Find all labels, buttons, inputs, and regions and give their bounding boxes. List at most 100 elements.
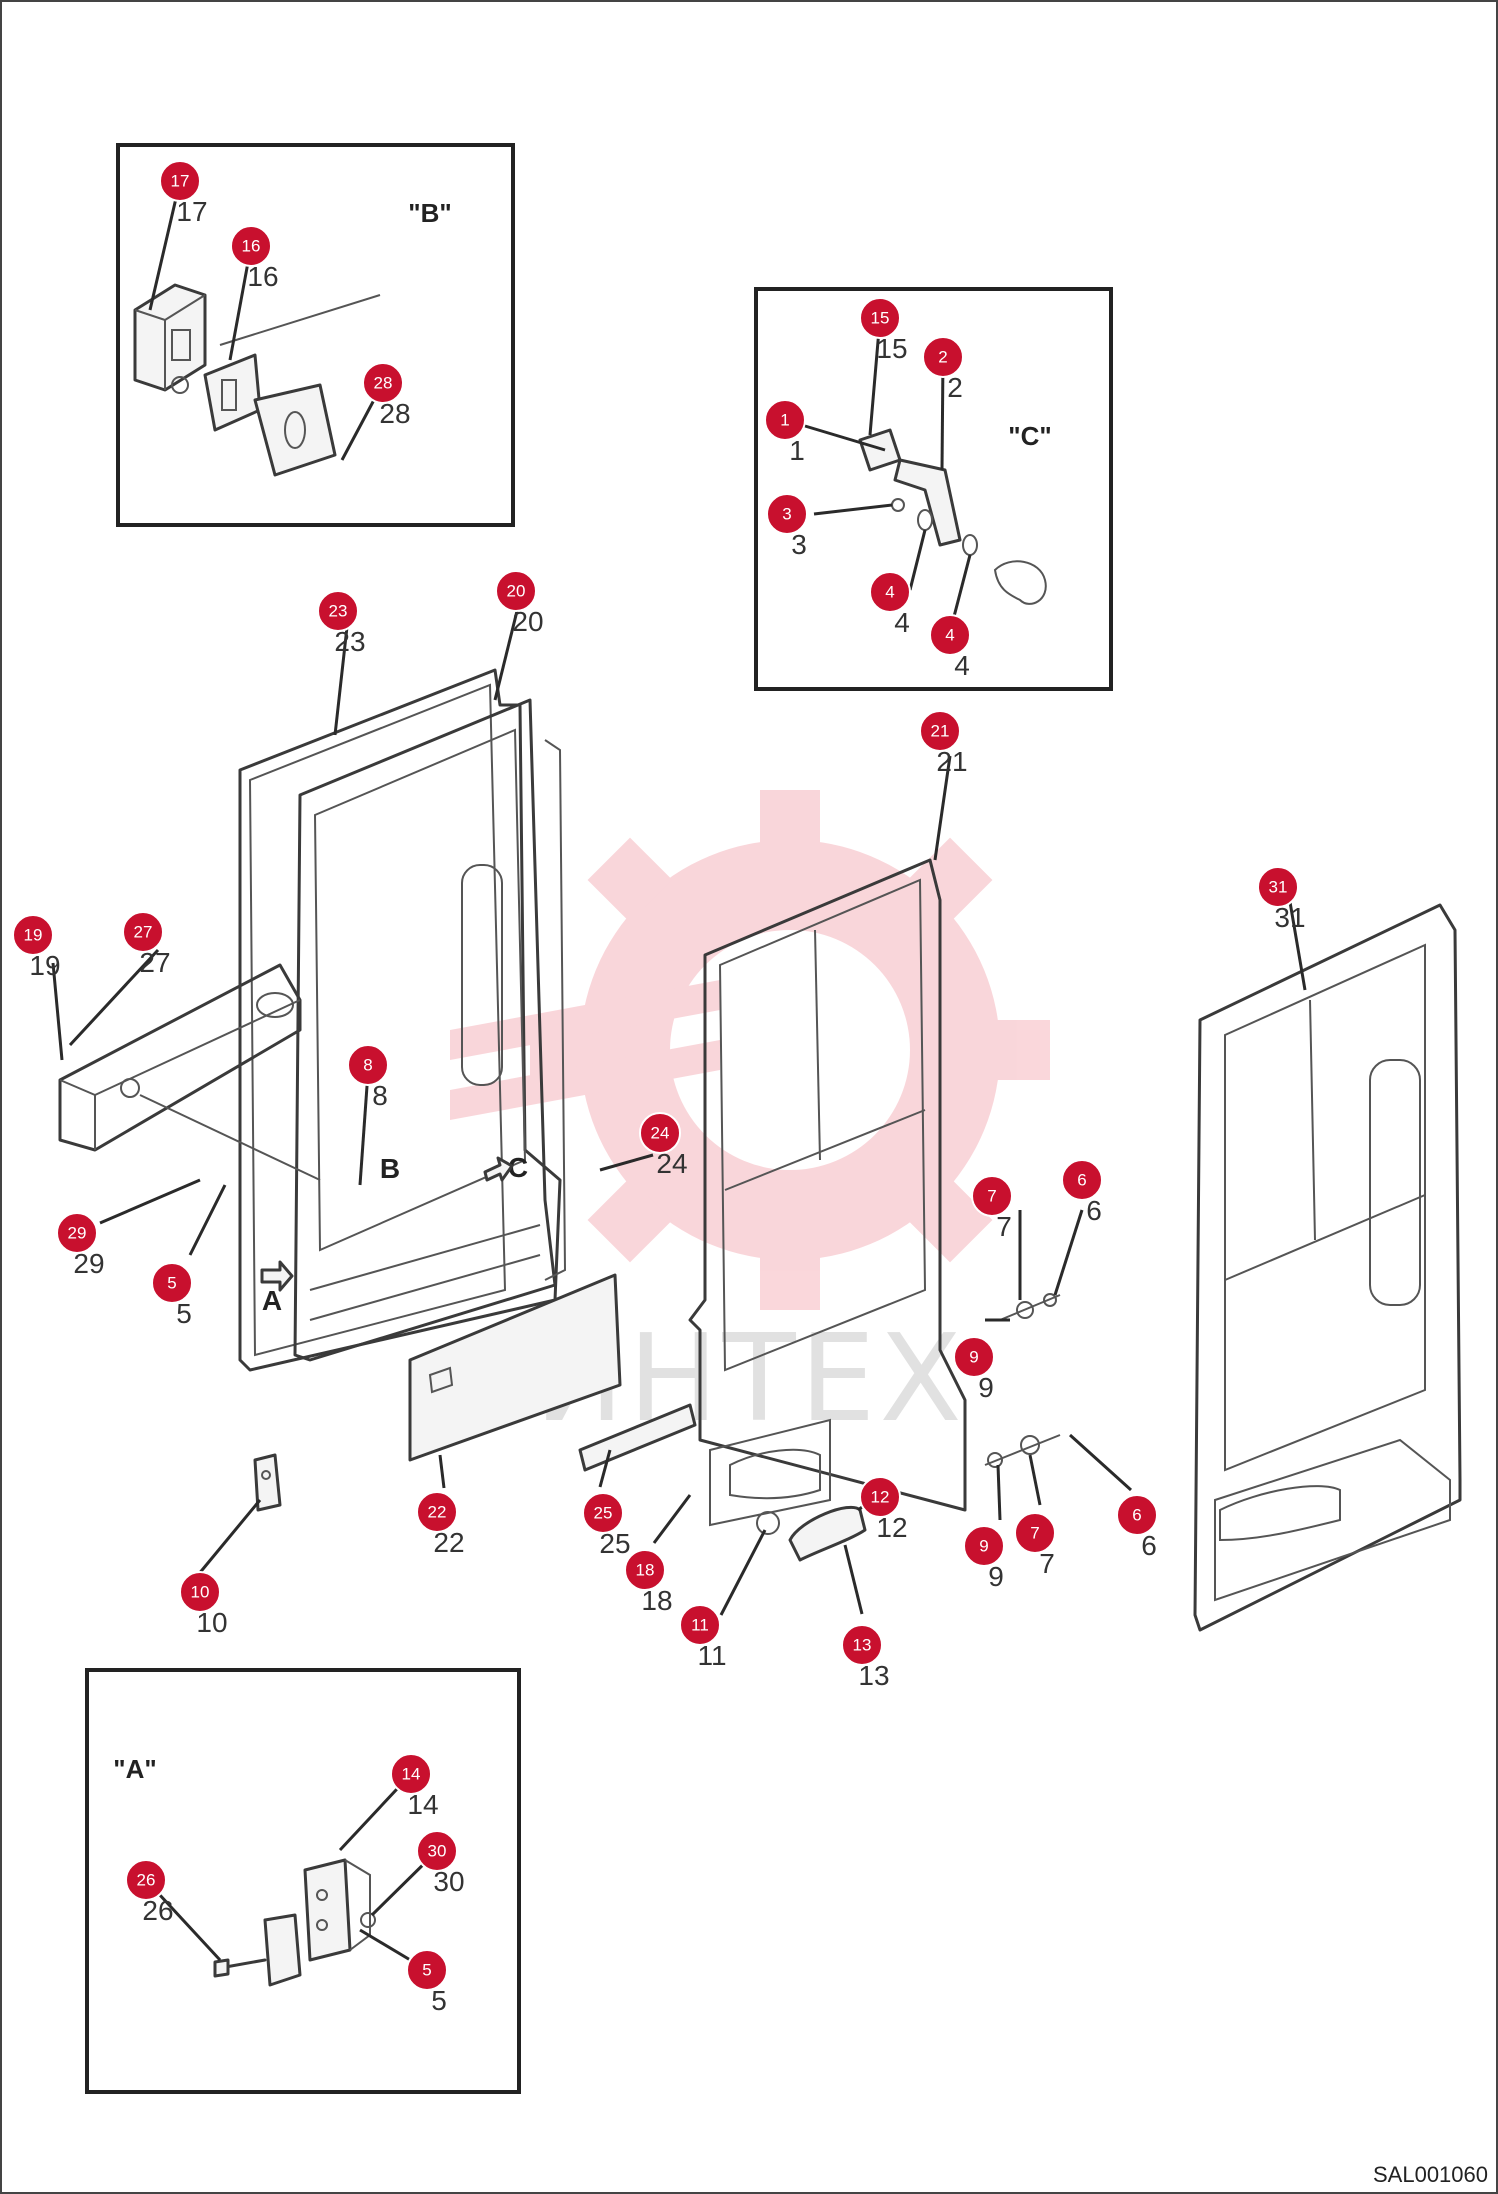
callout-dot[interactable] [869, 571, 911, 613]
handle-13 [756, 1505, 867, 1562]
callout-dot[interactable] [495, 570, 537, 612]
detail-view-a: "A" [85, 1668, 521, 2094]
part-number-9b: 9 [988, 1561, 1004, 1592]
callout-marker-8[interactable]: 8 [347, 1044, 389, 1086]
callout-dot[interactable] [416, 1830, 458, 1872]
callout-marker-19[interactable]: 19 [12, 914, 54, 956]
callout-marker-18[interactable]: 18 [624, 1549, 666, 1591]
callout-dot[interactable] [230, 225, 272, 267]
callout-label: 12 [871, 1488, 890, 1507]
callout-label: 5 [167, 1274, 176, 1293]
callout-dot[interactable] [764, 399, 806, 441]
callout-marker-23[interactable]: 23 [317, 590, 359, 632]
callout-dot[interactable] [963, 1525, 1005, 1567]
glass-panel-22 [408, 1273, 622, 1462]
callout-marker-15[interactable]: 15 [859, 297, 901, 339]
callout-dot[interactable] [416, 1491, 458, 1533]
callout-marker-11[interactable]: 11 [679, 1604, 721, 1646]
callout-dot[interactable] [159, 160, 201, 202]
letter-a: A [262, 1285, 282, 1316]
callout-marker-27[interactable]: 27 [122, 911, 164, 953]
callout-marker-10[interactable]: 10 [179, 1571, 221, 1613]
callout-dot[interactable] [362, 362, 404, 404]
callout-dot[interactable] [639, 1112, 681, 1154]
callout-marker-6b[interactable]: 6 [1116, 1494, 1158, 1536]
callout-dot[interactable] [406, 1949, 448, 1991]
callout-label: 7 [987, 1187, 996, 1206]
callout-marker-30[interactable]: 30 [416, 1830, 458, 1872]
callout-dot[interactable] [179, 1571, 221, 1613]
callout-label: 24 [651, 1124, 670, 1143]
callout-marker-6a[interactable]: 6 [1061, 1159, 1103, 1201]
callout-marker-16[interactable]: 16 [230, 225, 272, 267]
callout-marker-29[interactable]: 29 [56, 1212, 98, 1254]
callout-marker-22[interactable]: 22 [416, 1491, 458, 1533]
callout-dot[interactable] [841, 1624, 883, 1666]
callout-dot[interactable] [953, 1336, 995, 1378]
callout-marker-13[interactable]: 13 [841, 1624, 883, 1666]
callout-marker-1[interactable]: 1 [764, 399, 806, 441]
callout-label: 6 [1077, 1171, 1086, 1190]
callout-dot[interactable] [766, 493, 808, 535]
callout-marker-26[interactable]: 26 [125, 1859, 167, 1901]
callout-label: 11 [691, 1616, 709, 1635]
callout-dot[interactable] [582, 1492, 624, 1534]
callout-marker-21[interactable]: 21 [919, 710, 961, 752]
callout-dot[interactable] [56, 1212, 98, 1254]
callout-label: 31 [1269, 878, 1288, 897]
callout-marker-14[interactable]: 14 [390, 1753, 432, 1795]
part-number-5b: 5 [431, 1985, 447, 2016]
callout-dot[interactable] [971, 1175, 1013, 1217]
callout-dot[interactable] [390, 1753, 432, 1795]
callout-label: 20 [507, 582, 526, 601]
part-number-5a: 5 [176, 1298, 192, 1329]
callout-marker-17[interactable]: 17 [159, 160, 201, 202]
callout-dot[interactable] [624, 1549, 666, 1591]
callout-label: 25 [594, 1504, 613, 1523]
callout-marker-3[interactable]: 3 [766, 493, 808, 535]
callout-marker-7b[interactable]: 7 [1014, 1512, 1056, 1554]
callout-label: 17 [171, 172, 190, 191]
callout-dot[interactable] [1257, 866, 1299, 908]
callout-dot[interactable] [1116, 1494, 1158, 1536]
callout-marker-12[interactable]: 12 [859, 1476, 901, 1518]
callout-marker-4b[interactable]: 4 [929, 614, 971, 656]
callout-dot[interactable] [347, 1044, 389, 1086]
callout-label: 4 [945, 626, 954, 645]
callout-marker-5b[interactable]: 5 [406, 1949, 448, 1991]
callout-marker-31[interactable]: 31 [1257, 866, 1299, 908]
callout-dot[interactable] [317, 590, 359, 632]
callout-label: 21 [931, 722, 950, 741]
callout-dot[interactable] [859, 1476, 901, 1518]
callout-marker-5a[interactable]: 5 [151, 1262, 193, 1304]
callout-marker-7a[interactable]: 7 [971, 1175, 1013, 1217]
callout-marker-2[interactable]: 2 [922, 336, 964, 378]
callout-dot[interactable] [122, 911, 164, 953]
callout-dot[interactable] [929, 614, 971, 656]
callout-marker-20[interactable]: 20 [495, 570, 537, 612]
callout-label: 28 [374, 374, 393, 393]
callout-dot[interactable] [1014, 1512, 1056, 1554]
drawing-code: SAL001060 [1373, 2162, 1488, 2187]
callout-dot[interactable] [1061, 1159, 1103, 1201]
callout-marker-9b[interactable]: 9 [963, 1525, 1005, 1567]
callout-dot[interactable] [151, 1262, 193, 1304]
callout-marker-28[interactable]: 28 [362, 362, 404, 404]
view-b-label: "B" [408, 198, 451, 228]
callout-label: 14 [402, 1765, 421, 1784]
callout-dot[interactable] [125, 1859, 167, 1901]
callout-dot[interactable] [12, 914, 54, 956]
callout-dot[interactable] [919, 710, 961, 752]
callout-marker-4a[interactable]: 4 [869, 571, 911, 613]
callout-dot[interactable] [679, 1604, 721, 1646]
callout-marker-24[interactable]: 24 [639, 1112, 681, 1154]
view-c-label: "C" [1008, 421, 1051, 451]
callout-dot[interactable] [922, 336, 964, 378]
callout-dot[interactable] [859, 297, 901, 339]
callout-marker-9a[interactable]: 9 [953, 1336, 995, 1378]
part-number-7b: 7 [1039, 1548, 1055, 1579]
callout-marker-25[interactable]: 25 [582, 1492, 624, 1534]
